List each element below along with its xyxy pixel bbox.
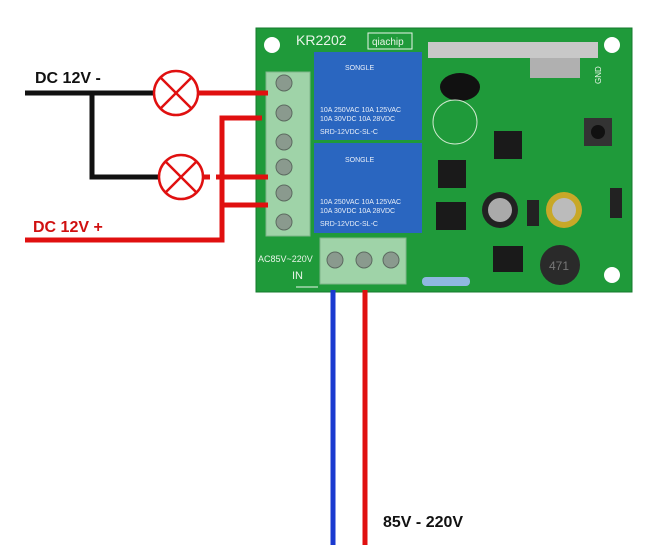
ic-chip (494, 131, 522, 159)
gnd-label: GND (594, 66, 603, 84)
relay-brand: SONGLE (345, 157, 375, 164)
output-terminal-block (265, 71, 311, 237)
lamp-2-icon (157, 153, 205, 201)
negative-wires (25, 90, 158, 180)
dc-positive-label: DC 12V + (33, 219, 103, 236)
inductor (540, 245, 580, 285)
rf-module (428, 42, 598, 58)
positive-wires (25, 90, 268, 243)
relay-1: SONGLE 10A 250VAC 10A 125VAC 10A 30VDC 1… (314, 52, 422, 140)
relay-brand: SONGLE (345, 65, 375, 72)
relay-rating: 10A 30VDC 10A 28VDC (320, 208, 395, 215)
relay-2: SONGLE 10A 250VAC 10A 125VAC 10A 30VDC 1… (314, 143, 422, 233)
antenna-coil (440, 73, 480, 101)
dc-negative-label: DC 12V - (35, 70, 101, 87)
ac-input-terminal-block (319, 237, 407, 285)
board-brand: qiachip (372, 37, 404, 48)
ic-chip (436, 202, 466, 230)
mount-hole (604, 267, 620, 283)
ac-input-label: AC85V~220V (258, 254, 313, 264)
resistor (422, 277, 470, 286)
lamp-1-icon (152, 69, 200, 117)
relay-rating: 10A 250VAC 10A 125VAC (320, 107, 401, 114)
relay-model: SRD-12VDC-SL-C (320, 221, 378, 228)
in-label: IN (292, 270, 303, 282)
ic-chip (438, 160, 466, 188)
board-model: KR2202 (296, 32, 347, 48)
ac-voltage-label: 85V - 220V (383, 514, 463, 531)
ic-chip (493, 246, 523, 272)
relay-model: SRD-12VDC-SL-C (320, 129, 378, 136)
relay-rating: 10A 250VAC 10A 125VAC (320, 199, 401, 206)
relay-rating: 10A 30VDC 10A 28VDC (320, 116, 395, 123)
relay-board: KR2202 qiachip GND 471 SONGLE 10A 250VA (255, 27, 633, 293)
mount-hole (264, 37, 280, 53)
mount-hole (604, 37, 620, 53)
inductor-marking: 471 (549, 259, 569, 273)
